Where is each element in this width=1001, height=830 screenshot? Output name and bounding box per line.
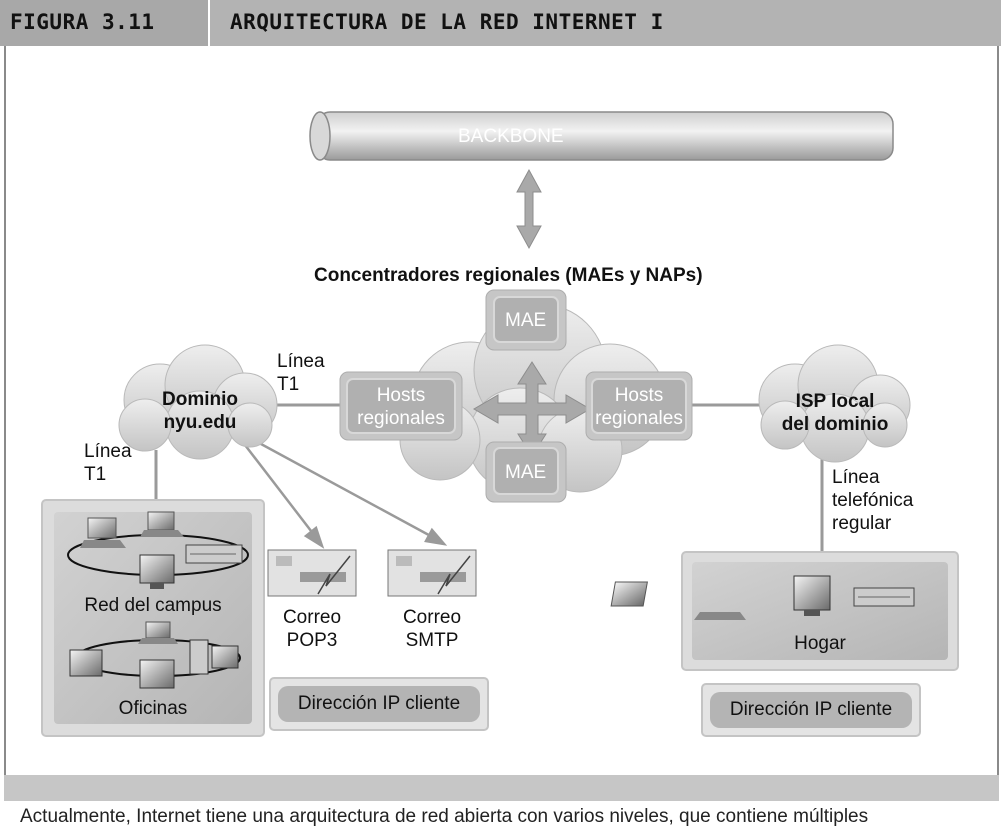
- phone-line-line-3: regular: [832, 513, 892, 534]
- line-t1-top-line-1: Línea: [277, 351, 325, 372]
- hosts-right-line-1: Hosts: [614, 385, 664, 406]
- hosts-box-left: [339, 371, 463, 441]
- offices-label: Oficinas: [118, 698, 188, 719]
- mail-smtp-line-2: SMTP: [405, 630, 459, 651]
- line-t1-top-label: Línea T1: [277, 350, 325, 396]
- mail-pop3-line-1: Correo: [282, 607, 342, 628]
- home-panel: [610, 551, 959, 671]
- home-label: Hogar: [794, 633, 846, 654]
- mail-smtp-line-1: Correo: [402, 607, 462, 628]
- client-ip-left-label: Dirección IP cliente: [297, 693, 461, 714]
- figure-caption: Actualmente, Internet tiene una arquitec…: [20, 806, 869, 827]
- domain-label: Dominio nyu.edu: [150, 388, 250, 434]
- phone-line-line-2: telefónica: [832, 490, 914, 511]
- hosts-left-label: Hosts regionales: [347, 384, 455, 430]
- client-ip-right-label: Dirección IP cliente: [729, 699, 893, 720]
- hosts-left-line-2: regionales: [357, 408, 445, 429]
- hosts-box-right: [585, 371, 693, 441]
- mae-box-bottom: [485, 441, 567, 503]
- mail-pop3-line-2: POP3: [286, 630, 338, 651]
- concentrators-title: Concentradores regionales (MAEs y NAPs): [314, 265, 703, 286]
- hosts-left-line-1: Hosts: [376, 385, 426, 406]
- mae-bottom-label: MAE: [505, 462, 547, 483]
- mail-envelope-smtp: [387, 549, 477, 597]
- backbone-label: BACKBONE: [458, 126, 564, 147]
- isp-cloud: [758, 344, 911, 463]
- isp-label: ISP local del dominio: [776, 390, 894, 436]
- hosts-right-line-2: regionales: [595, 408, 683, 429]
- line-t1-left-line-2: T1: [84, 464, 107, 485]
- domain-line-1: Dominio: [162, 389, 238, 410]
- hosts-right-label: Hosts regionales: [592, 384, 686, 430]
- line-t1-left-line-1: Línea: [84, 441, 132, 462]
- domain-line-2: nyu.edu: [163, 412, 237, 433]
- client-ip-box-right: [701, 683, 921, 737]
- mail-envelope-pop3: [267, 549, 357, 597]
- campus-label: Red del campus: [84, 595, 222, 616]
- client-ip-box-left: [269, 677, 489, 731]
- isp-line-1: ISP local: [795, 391, 875, 412]
- campus-ring-network: [67, 511, 249, 689]
- backbone-tube: [309, 111, 894, 161]
- caption-bar: [4, 775, 999, 801]
- figure-number: FIGURA 3.11: [10, 10, 155, 34]
- phone-line-label: Línea telefónica regular: [832, 466, 913, 535]
- figure-number-tab: FIGURA 3.11: [0, 0, 210, 46]
- phone-line-line-1: Línea: [832, 467, 880, 488]
- isp-line-2: del dominio: [781, 414, 889, 435]
- double-arrow-vertical: [516, 168, 542, 250]
- mail-arrows: [244, 436, 448, 549]
- mae-top-label: MAE: [505, 310, 547, 331]
- line-t1-left-label: Línea T1: [84, 440, 132, 486]
- mail-pop3-label: Correo POP3: [268, 606, 356, 652]
- line-t1-top-line-2: T1: [277, 374, 300, 395]
- figure-title: ARQUITECTURA DE LA RED INTERNET I: [230, 10, 664, 34]
- figure-frame: [4, 46, 999, 775]
- mail-smtp-label: Correo SMTP: [388, 606, 476, 652]
- mae-box-top: [485, 289, 567, 351]
- domain-cloud: [118, 344, 278, 460]
- figure-header: FIGURA 3.11 ARQUITECTURA DE LA RED INTER…: [0, 0, 1001, 46]
